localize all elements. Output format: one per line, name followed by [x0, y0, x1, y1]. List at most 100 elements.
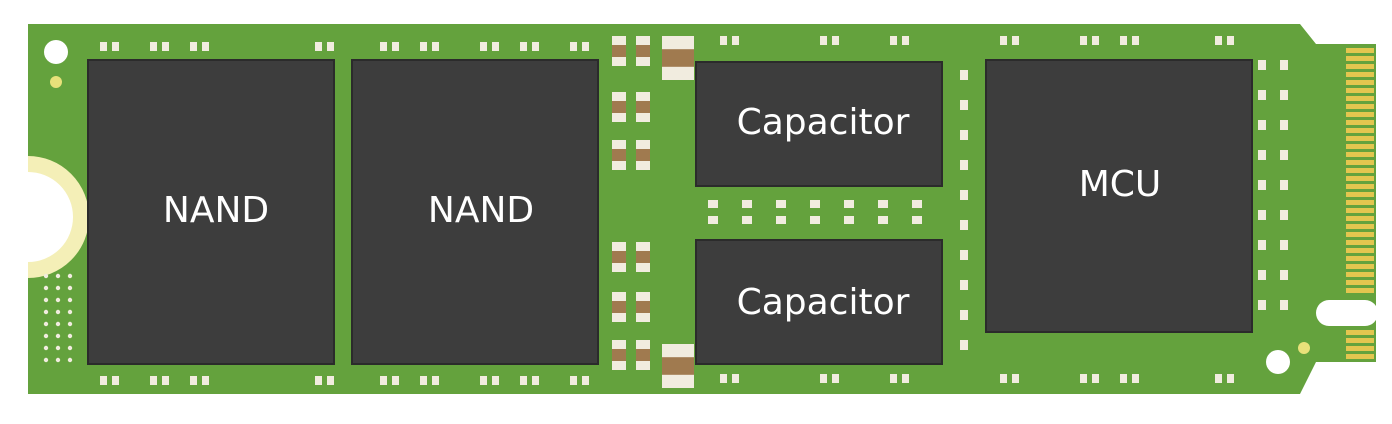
smd-pad [380, 376, 387, 385]
connector-pin [1346, 184, 1374, 189]
via-dot [43, 273, 49, 279]
smd-pad [327, 376, 334, 385]
capacitor-chip-2 [695, 239, 943, 365]
connector-pin [1346, 48, 1374, 53]
passive-component-body [636, 101, 650, 113]
smd-pad [190, 376, 197, 385]
via-dot [43, 285, 49, 291]
smd-pad [902, 374, 909, 383]
connector-pin [1346, 112, 1374, 117]
smd-pad [1258, 60, 1266, 70]
smd-pad-group [43, 36, 1288, 388]
smd-pad [202, 376, 209, 385]
passive-component-body [612, 251, 626, 263]
smd-pad [1258, 240, 1266, 250]
via-dot [43, 333, 49, 339]
smd-pad [100, 42, 107, 51]
via-dot [67, 309, 73, 315]
smd-pad [1120, 374, 1127, 383]
smd-pad [582, 42, 589, 51]
smd-pad [912, 200, 922, 208]
smd-pad [392, 42, 399, 51]
capacitor-chip-1-label: Capacitor [737, 102, 910, 143]
smd-pad [420, 376, 427, 385]
smd-pad [1280, 60, 1288, 70]
smd-pad [708, 200, 718, 208]
smd-pad [720, 36, 727, 45]
via-dot [55, 309, 61, 315]
smd-pad [380, 42, 387, 51]
via-dot [67, 273, 73, 279]
smd-pad [1258, 270, 1266, 280]
smd-pad [1092, 374, 1099, 383]
smd-pad [1227, 36, 1234, 45]
connector-pin [1346, 144, 1374, 149]
smd-pad [844, 200, 854, 208]
nand-chip-2 [351, 59, 599, 365]
smd-pad [150, 42, 157, 51]
smd-pad [1280, 90, 1288, 100]
smd-pad [327, 42, 334, 51]
capacitor-chip-1 [695, 61, 943, 187]
smd-pad [708, 216, 718, 224]
smd-pad [1215, 36, 1222, 45]
smd-pad [1280, 300, 1288, 310]
connector-pin [1346, 200, 1374, 205]
via-dot [67, 285, 73, 291]
connector-pin [1346, 240, 1374, 245]
smd-pad [570, 42, 577, 51]
smd-pad [890, 374, 897, 383]
smd-pad [960, 130, 968, 140]
via-dot [43, 321, 49, 327]
smd-pad [1280, 150, 1288, 160]
smd-pad [1258, 120, 1266, 130]
passive-component-body [612, 45, 626, 57]
connector-pin [1346, 288, 1374, 293]
smd-pad [520, 42, 527, 51]
smd-pad [890, 36, 897, 45]
via-hole-icon [44, 40, 68, 64]
capacitor-chip-2-label: Capacitor [737, 282, 910, 323]
smd-pad [162, 42, 169, 51]
smd-pad [1215, 374, 1222, 383]
smd-pad [480, 376, 487, 385]
smd-pad [1280, 120, 1288, 130]
smd-pad [315, 42, 322, 51]
smd-pad [520, 376, 527, 385]
smd-pad [480, 42, 487, 51]
smd-pad [776, 200, 786, 208]
connector-pin [1346, 354, 1374, 359]
smd-pad [732, 36, 739, 45]
via-dot [43, 309, 49, 315]
mounting-hole-icon [1266, 350, 1290, 374]
smd-pad [960, 340, 968, 350]
smd-pad [392, 376, 399, 385]
smd-pad [810, 216, 820, 224]
mounting-notch-icon [27, 156, 89, 278]
connector-pin [1346, 152, 1374, 157]
smd-pad [878, 216, 888, 224]
smd-pad [878, 200, 888, 208]
via-hole-icon [1298, 342, 1310, 354]
smd-pad [960, 310, 968, 320]
smd-pad [1080, 374, 1087, 383]
via-dot [55, 297, 61, 303]
passive-component-body [612, 149, 626, 161]
smd-pad [582, 376, 589, 385]
via-dot [67, 357, 73, 363]
smd-pad [1120, 36, 1127, 45]
smd-pad [1227, 374, 1234, 383]
smd-pad [1280, 210, 1288, 220]
smd-pad [912, 216, 922, 224]
nand-chip-1-label: NAND [163, 190, 269, 231]
smd-pad [100, 376, 107, 385]
connector-pin [1346, 104, 1374, 109]
passive-component-body [636, 251, 650, 263]
smd-pad [1132, 36, 1139, 45]
smd-pad [150, 376, 157, 385]
smd-pad [732, 374, 739, 383]
via-dot [55, 285, 61, 291]
smd-pad [492, 376, 499, 385]
smd-pad [720, 374, 727, 383]
connector-pin [1346, 160, 1374, 165]
